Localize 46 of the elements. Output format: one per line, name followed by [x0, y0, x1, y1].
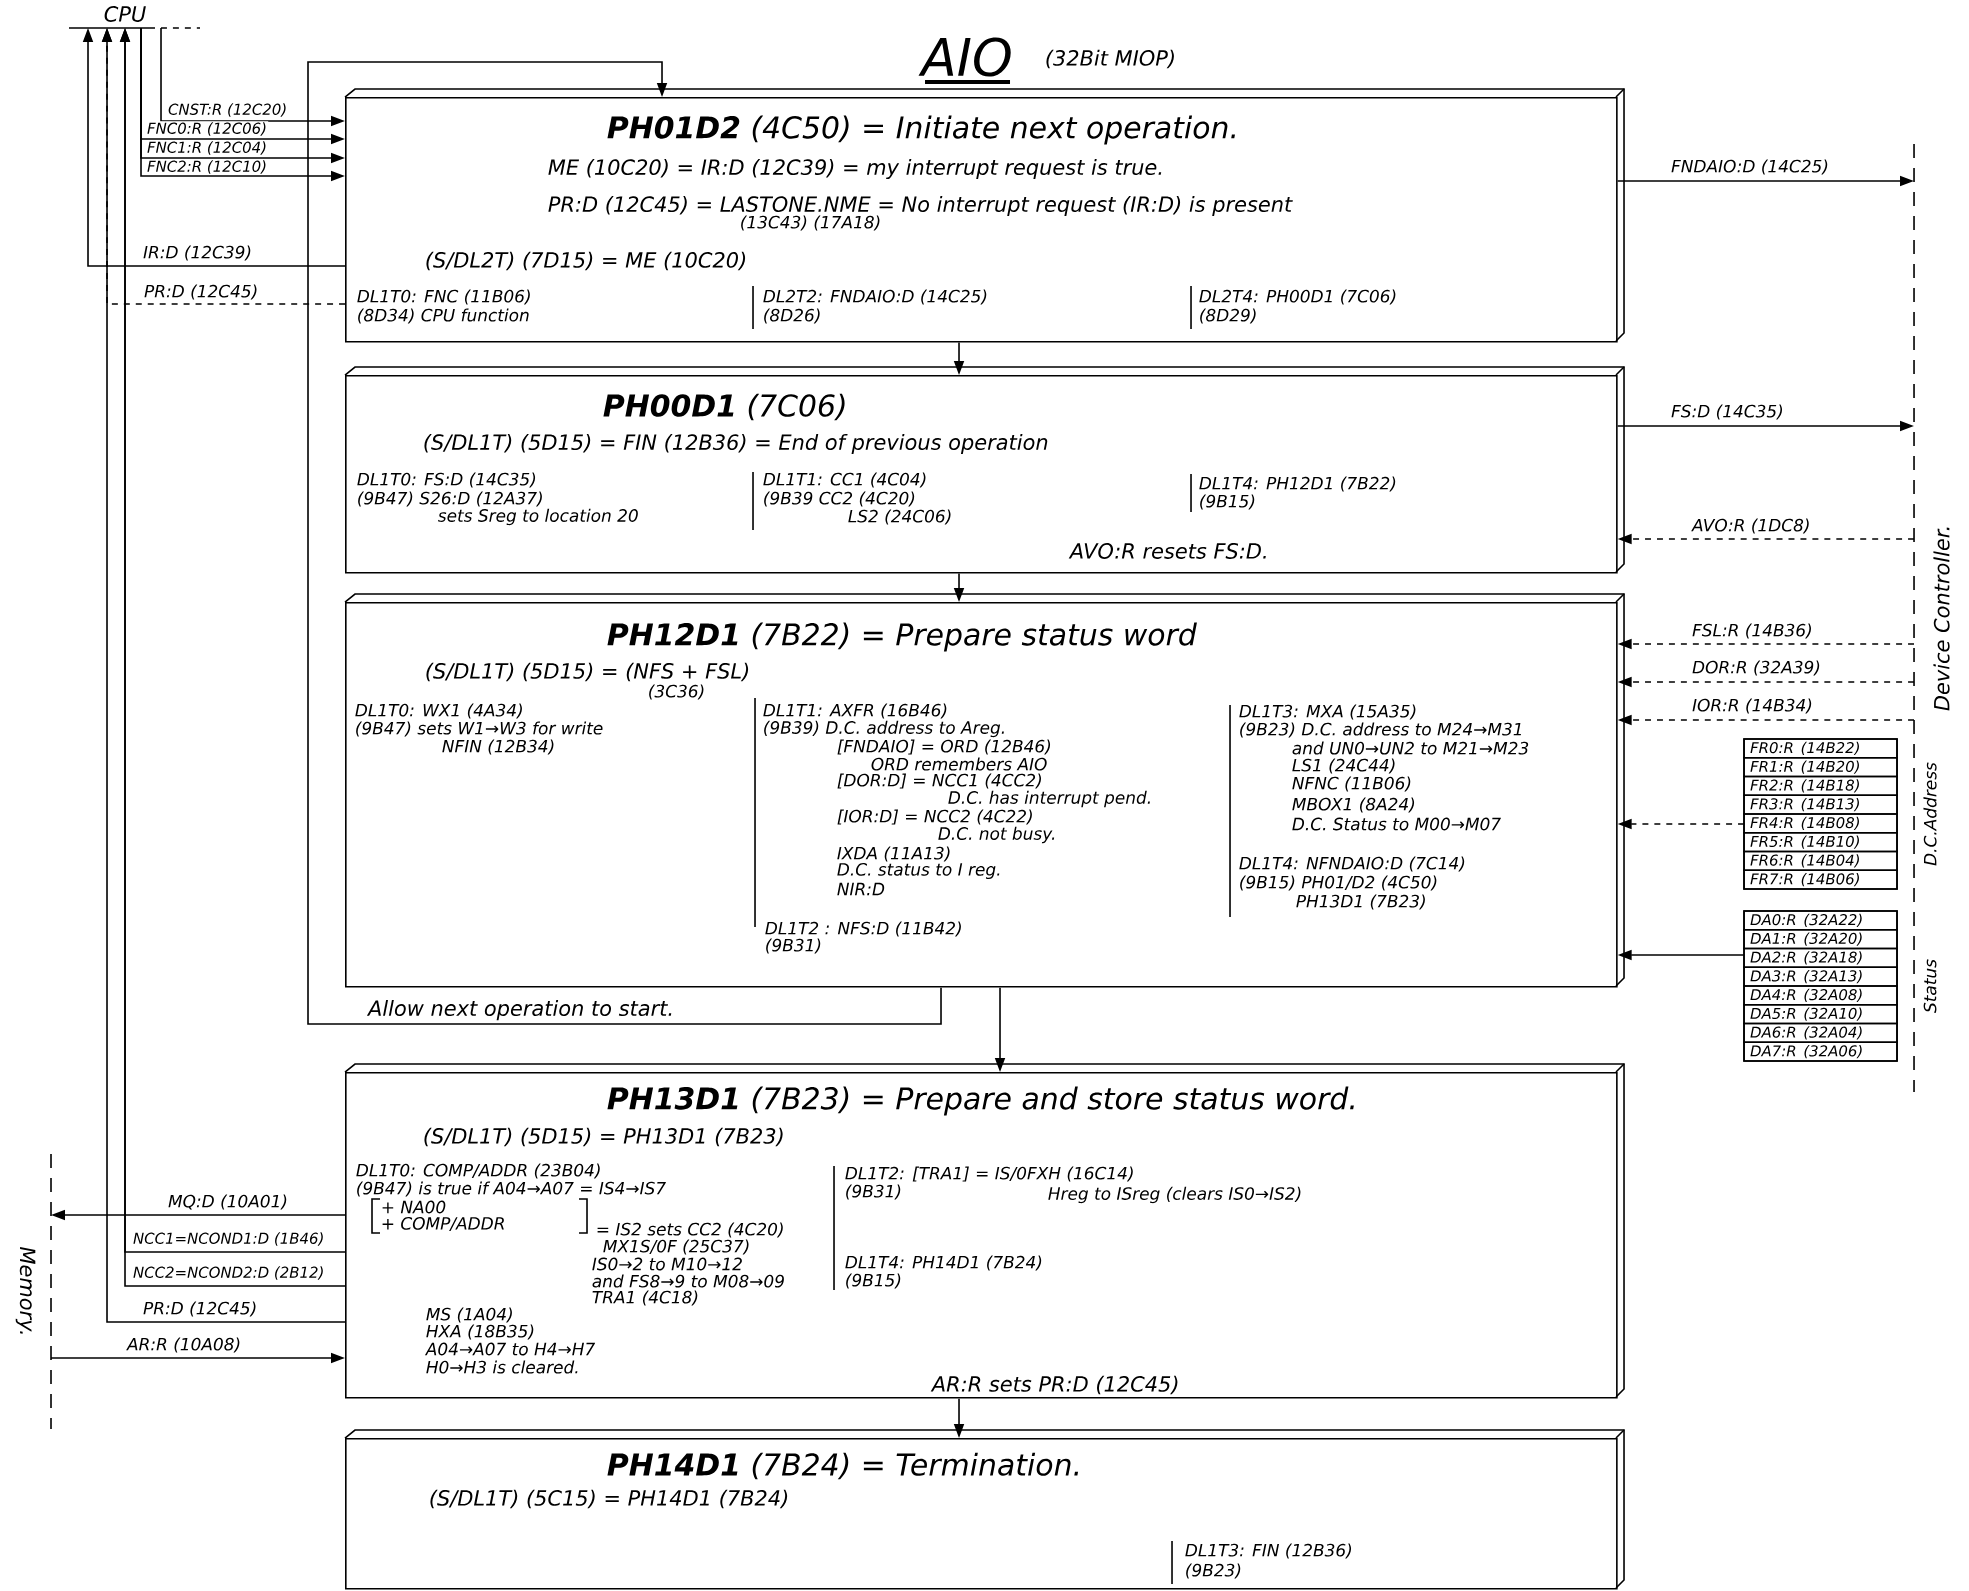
register-cell: DA5:R (32A10)	[1743, 1003, 1898, 1025]
side-label: Status	[1923, 959, 1937, 1013]
edge-label: FNC0:R (12C06)	[145, 121, 269, 137]
side-label: D.C.Address	[1923, 762, 1937, 866]
process-box: PH13D1 (7B23) = Prepare and store status word. (S/DL1T) (5D15) = PH13D1 (7B23) DL1T0: COMP/ADDR (23B04) (9B47) is true if A04→A07 = IS4→IS7 + NA00 + COMP/ADDR = IS2 sets CC2 (4C20) MX1S/0F (25C37) IS0→2 to M10→12 and FS8→9 to M08→09 TRA1 (4C18) MS (1A04) HXA (18B35) A04→A07 to H4→H7 H0→H3 is cleared. DL1T2: [TRA1] = IS/0FXH (16C14) (9B31) Hreg to ISreg (clears IS0→IS2) DL1T4: PH14D1 (7B24) (9B15) AR:R sets PR:D (12C45)	[344, 1063, 1625, 1399]
register-cell: FR7:R (14B06)	[1743, 869, 1898, 890]
register-cell: FR1:R (14B20)	[1743, 756, 1898, 778]
edge-label: NCC1=NCOND1:D (1B46)	[131, 1231, 326, 1247]
process-box: PH12D1 (7B22) = Prepare status word (S/DL1T) (5D15) = (NFS + FSL) (3C36) DL1T0: WX1 (4A34) (9B47) sets W1→W3 for write NFIN (12B34) DL1T1: AXFR (16B46) (9B39) D.C. address to Areg. [FNDAIO] = ORD (12B46) ORD remembers AIO [DOR:D] = NCC1 (4CC2) D.C. has interrupt pend. [IOR:D] = NCC2 (4C22) D.C. not busy. IXDA (11A13) D.C. status to I reg. NIR:D DL1T2 : NFS:D (11B42) (9B31) DL1T3: MXA (15A35) (9B23) D.C. address to M24→M31 and UN0→UN2 to M21→M23 LS1 (24C44) NFNC (11B06) MBOX1 (8A24) D.C. Status to M00→M07 DL1T4: NFNDAIO:D (7C14) (9B15) PH01/D2 (4C50) PH13D1 (7B23)	[344, 593, 1625, 988]
register-cell: FR5:R (14B10)	[1743, 831, 1898, 853]
register-cell: DA0:R (32A22)	[1743, 910, 1898, 931]
title: AIO	[918, 37, 1011, 84]
edge-label: FNC2:R (12C10)	[145, 159, 269, 175]
register-cell: DA3:R (32A13)	[1743, 966, 1898, 987]
process-box: PH01D2 (4C50) = Initiate next operation. ME (10C20) = IR:D (12C39) = my interrupt request is true. PR:D (12C45) = LASTONE.NME = No interrupt request (IR:D) is present (13C43) (17A18) (S/DL2T) (7D15) = ME (10C20) DL1T0: FNC (11B06) (8D34) CPU function DL2T2: FNDAIO:D (14C25) (8D26) DL2T4: PH00D1 (7C06) (8D29)	[344, 88, 1625, 343]
register-cell: FR2:R (14B18)	[1743, 775, 1898, 797]
edge-label: FS:D (14C35)	[1669, 403, 1785, 421]
register-cell: DA4:R (32A08)	[1743, 985, 1898, 1006]
edge-label: AR:R (10A08)	[125, 1336, 243, 1354]
edge-label: IR:D (12C39)	[141, 244, 254, 262]
edge-label: FNDAIO:D (14C25)	[1669, 158, 1831, 176]
edge-label: FNC1:R (12C04)	[145, 140, 269, 156]
register-cell: DA1:R (32A20)	[1743, 928, 1898, 950]
boundary-line: Memory.	[15, 1153, 52, 1430]
arrow	[307, 61, 942, 1025]
register-cell: DA6:R (32A04)	[1743, 1022, 1898, 1044]
process-box: PH00D1 (7C06) (S/DL1T) (5D15) = FIN (12B36) = End of previous operation DL1T0: FS:D (14C35) (9B47) S26:D (12A37) sets Sreg to location 20 DL1T1: CC1 (4C04) (9B39 CC2 (4C20) LS2 (24C06) DL1T4: PH12D1 (7B22) (9B15) AVO:R resets FS:D.	[344, 366, 1625, 574]
bus-line: CPU	[68, 6, 201, 29]
edge-label: IOR:R (14B34)	[1690, 697, 1815, 715]
register-cell: FR0:R (14B22)	[1743, 738, 1898, 759]
edge-label: PR:D (12C45)	[142, 283, 260, 301]
register-cell: DA7:R (32A06)	[1743, 1041, 1898, 1062]
register-cell: DA2:R (32A18)	[1743, 947, 1898, 969]
edge-label: DOR:R (32A39)	[1690, 659, 1823, 677]
edge-label: AVO:R (1DC8)	[1690, 517, 1812, 535]
register-cell: FR6:R (14B04)	[1743, 850, 1898, 872]
edge-label: CNST:R (12C20)	[166, 102, 289, 118]
edge-label: MQ:D (10A01)	[166, 1193, 290, 1211]
subtitle: (32Bit MIOP)	[1046, 49, 1174, 69]
edge-label: NCC2=NCOND2:D (2B12)	[131, 1265, 326, 1281]
register-cell: FR3:R (14B13)	[1743, 794, 1898, 815]
process-box: PH14D1 (7B24) = Termination. (S/DL1T) (5C15) = PH14D1 (7B24) DL1T3: FIN (12B36) (9B23)	[344, 1429, 1625, 1590]
edge-label: Allow next operation to start.	[366, 998, 676, 1022]
edge-label: FSL:R (14B36)	[1690, 622, 1814, 640]
register-cell: FR4:R (14B08)	[1743, 813, 1898, 834]
edge-label: PR:D (12C45)	[141, 1300, 259, 1318]
